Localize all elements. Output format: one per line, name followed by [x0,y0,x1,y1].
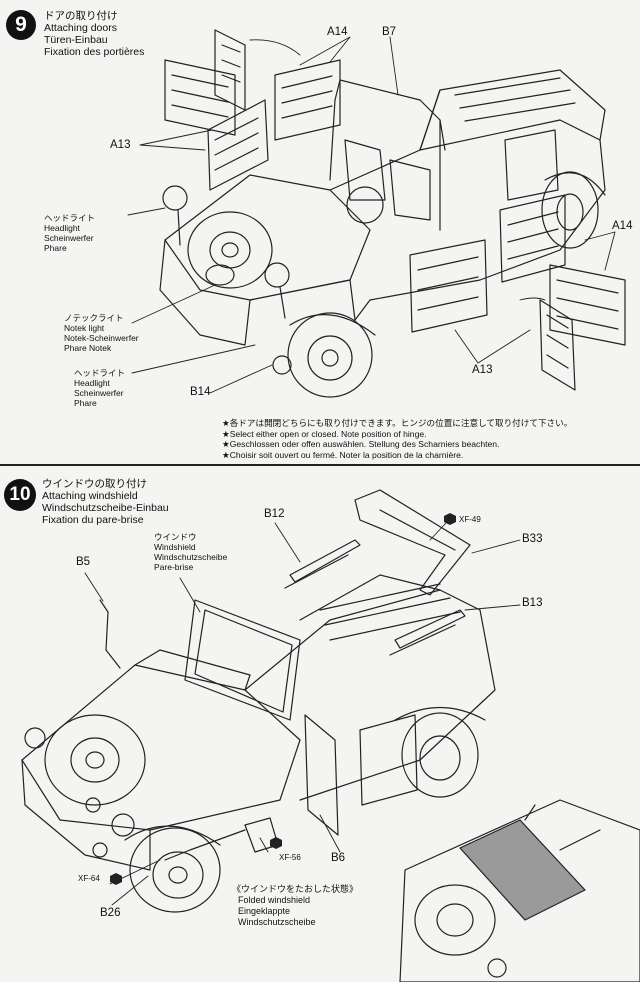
notek-light-label: ノテックライト Notek light Notek-Scheinwerfer P… [64,313,139,353]
step10-bars [284,539,466,656]
step10-title-de: Windschutzscheibe-Einbau [42,502,169,514]
headlight-lower-label: ヘッドライト Headlight Scheinwerfer Phare [74,368,126,408]
part-label-a13-left: A13 [110,139,131,151]
step9-rear-wheel [541,171,606,249]
section-divider [0,464,640,466]
paint-marker-xf64 [110,873,122,885]
step9-title: ドアの取り付け Attaching doors Türen-Einbau Fix… [44,10,144,58]
step10-spare-tire [44,714,146,806]
part-label-b12: B12 [264,508,285,520]
paint-marker-xf49 [444,513,456,525]
folded-windshield-label: 《ウインドウをたおした状態》 Folded windshield Eingekl… [232,884,359,927]
part-label-a13-bottom: A13 [472,364,493,376]
step9-title-de: Türen-Einbau [44,34,108,46]
step9-spare-tire [187,211,273,289]
step10-lights [24,727,135,858]
step10-rear-wheel [394,706,486,798]
step9-title-jp: ドアの取り付け [44,10,118,22]
step10-folded-top [354,489,471,596]
paint-code-xf49: XF-49 [459,515,481,524]
step9-leaders [127,36,616,394]
part-label-b13: B13 [522,597,543,609]
step10-front-wheel [124,825,221,913]
step9-notes: ★各ドアは開閉どちらにも取り付けできます。ヒンジの位置に注意して取り付けて下さい… [222,418,573,460]
step10-title: ウインドウの取り付け Attaching windshield Windschu… [42,478,169,526]
paint-code-xf64: XF-64 [78,874,100,883]
folded-windshield-inset [399,799,640,982]
part-label-b5: B5 [76,556,91,568]
step10-leaders [84,522,521,906]
part-label-b7: B7 [382,26,397,38]
step9-doors [164,29,626,391]
windshield-label: ウインドウ Windshield Windschutzscheibe Pare-… [154,532,228,572]
step9-title-en: Attaching doors [44,22,117,34]
step9-front-wheel [287,312,376,398]
step10-vehicle-body [21,574,496,871]
step9-vehicle-body [159,69,606,346]
paint-marker-xf56 [270,837,282,849]
step9-lights [162,185,292,375]
part-label-a14-top: A14 [327,26,348,38]
part-label-b33: B33 [522,533,543,545]
part-label-b14: B14 [190,386,211,398]
step10-title-en: Attaching windshield [42,490,138,502]
step-number-10: 10 [4,479,36,511]
part-label-a14-right: A14 [612,220,633,232]
headlight-upper-label: ヘッドライト Headlight Scheinwerfer Phare [44,213,96,253]
step10-title-jp: ウインドウの取り付け [42,478,147,490]
part-label-b26: B26 [100,907,121,919]
step10-title-fr: Fixation du pare-brise [42,514,144,526]
paint-code-xf56: XF-56 [279,853,301,862]
part-label-b6: B6 [331,852,346,864]
step9-title-fr: Fixation des portières [44,46,145,58]
step-number-9: 9 [6,10,36,40]
